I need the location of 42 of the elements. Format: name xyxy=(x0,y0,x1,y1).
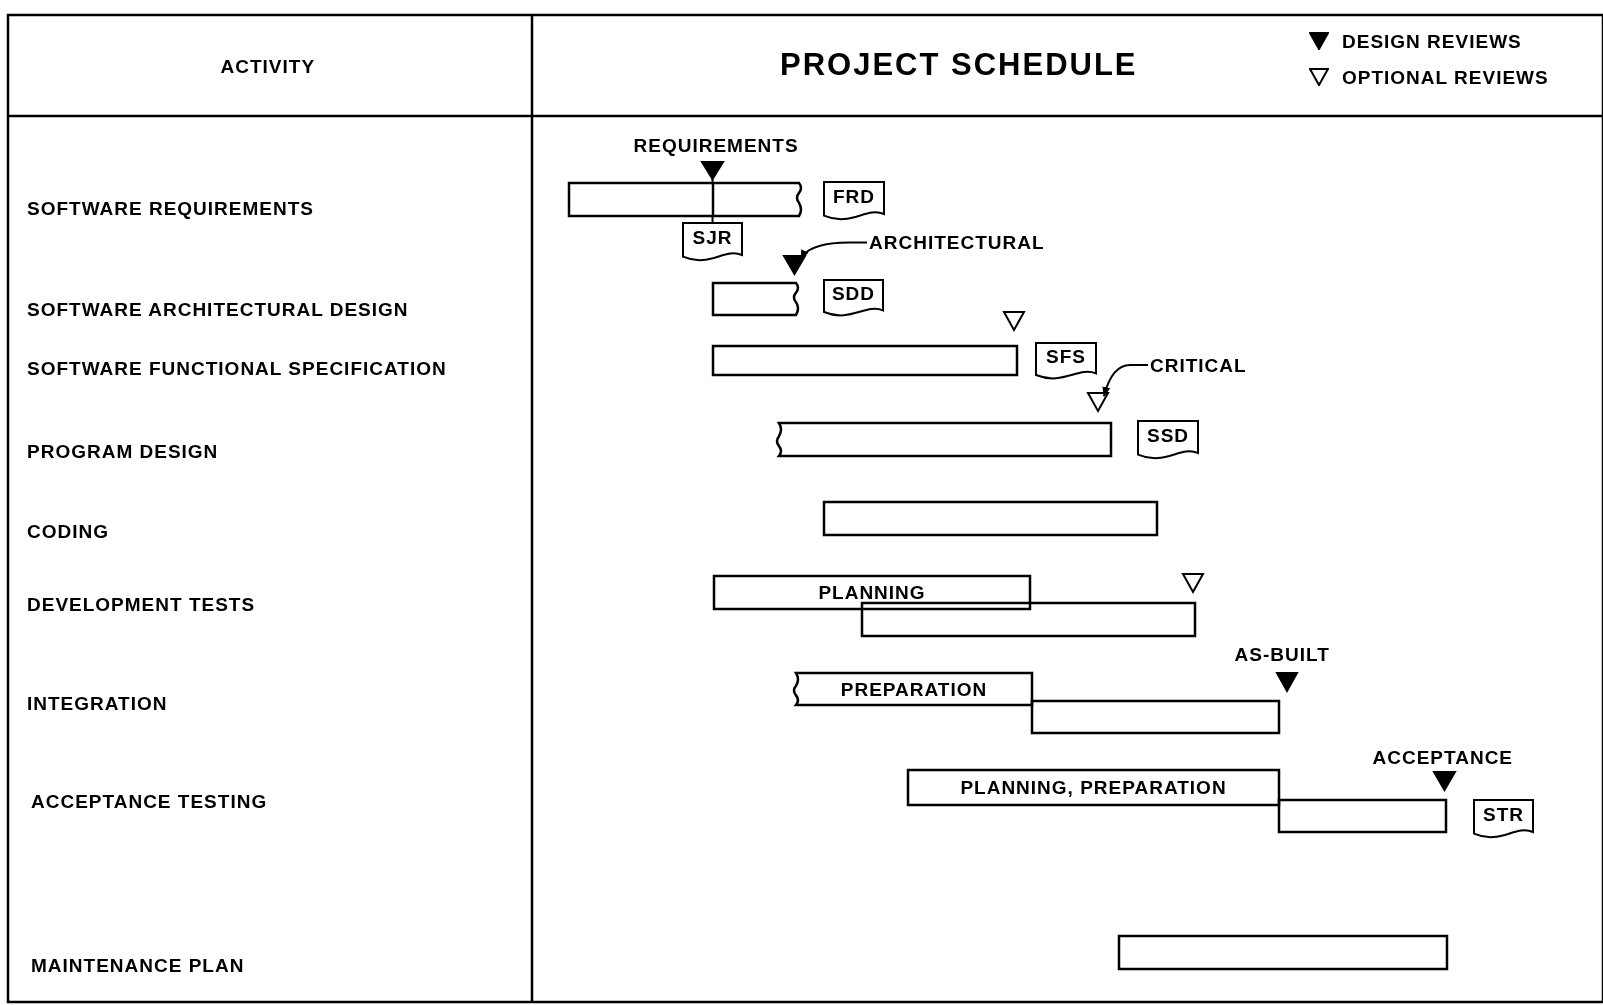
review-label: ACCEPTANCE xyxy=(1372,747,1514,767)
activity-label: SOFTWARE REQUIREMENTS xyxy=(27,198,314,218)
document-symbol: SFS xyxy=(1036,343,1096,382)
task-bar xyxy=(1279,800,1446,832)
review-label: ARCHITECTURAL xyxy=(869,230,1082,255)
activity-label: SOFTWARE ARCHITECTURAL DESIGN xyxy=(27,299,409,319)
activity-label: DEVELOPMENT TESTS xyxy=(27,594,256,614)
task-bar: PLANNING, PREPARATION xyxy=(908,770,1279,805)
activity-label: CODING xyxy=(27,521,109,541)
task-bar xyxy=(824,502,1157,535)
document-symbol: SSD xyxy=(1138,421,1198,462)
optional-review-marker xyxy=(1183,574,1203,592)
task-bar xyxy=(1032,701,1279,733)
activity-label: MAINTENANCE PLAN xyxy=(31,955,245,975)
activity-label: ACCEPTANCE TESTING xyxy=(31,791,268,811)
document-symbol: STR xyxy=(1474,800,1533,841)
task-bar xyxy=(713,346,1017,375)
document-symbol: FRD xyxy=(824,182,884,223)
task-bar xyxy=(1119,936,1447,969)
design-review-marker xyxy=(1277,673,1297,691)
design-review-marker xyxy=(784,256,805,274)
leader-arrow xyxy=(1102,364,1149,397)
review-label: REQUIREMENTS xyxy=(633,135,799,155)
task-bar: PLANNING xyxy=(714,576,1030,609)
review-label: CRITICAL xyxy=(1150,353,1268,377)
activity-label: PROGRAM DESIGN xyxy=(27,441,219,461)
activity-label: INTEGRATION xyxy=(27,693,168,713)
milestone-line xyxy=(711,178,714,184)
document-symbol: SDD xyxy=(824,280,883,319)
optional-review-marker xyxy=(1004,312,1024,330)
chart-title: PROJECT SCHEDULE xyxy=(780,48,1138,80)
activity-label: SOFTWARE FUNCTIONAL SPECIFICATION xyxy=(27,358,447,378)
task-bar xyxy=(862,603,1195,636)
milestone-line xyxy=(711,215,714,224)
legend-label: OPTIONAL REVIEWS xyxy=(1342,67,1549,87)
legend-label: DESIGN REVIEWS xyxy=(1342,31,1522,51)
design-review-marker xyxy=(702,162,723,179)
design-review-marker xyxy=(1434,772,1455,790)
optional-review-marker xyxy=(1088,393,1108,411)
review-label: AS-BUILT xyxy=(1234,644,1330,664)
document-symbol: SJR xyxy=(683,223,742,264)
column-header: ACTIVITY xyxy=(220,56,316,76)
